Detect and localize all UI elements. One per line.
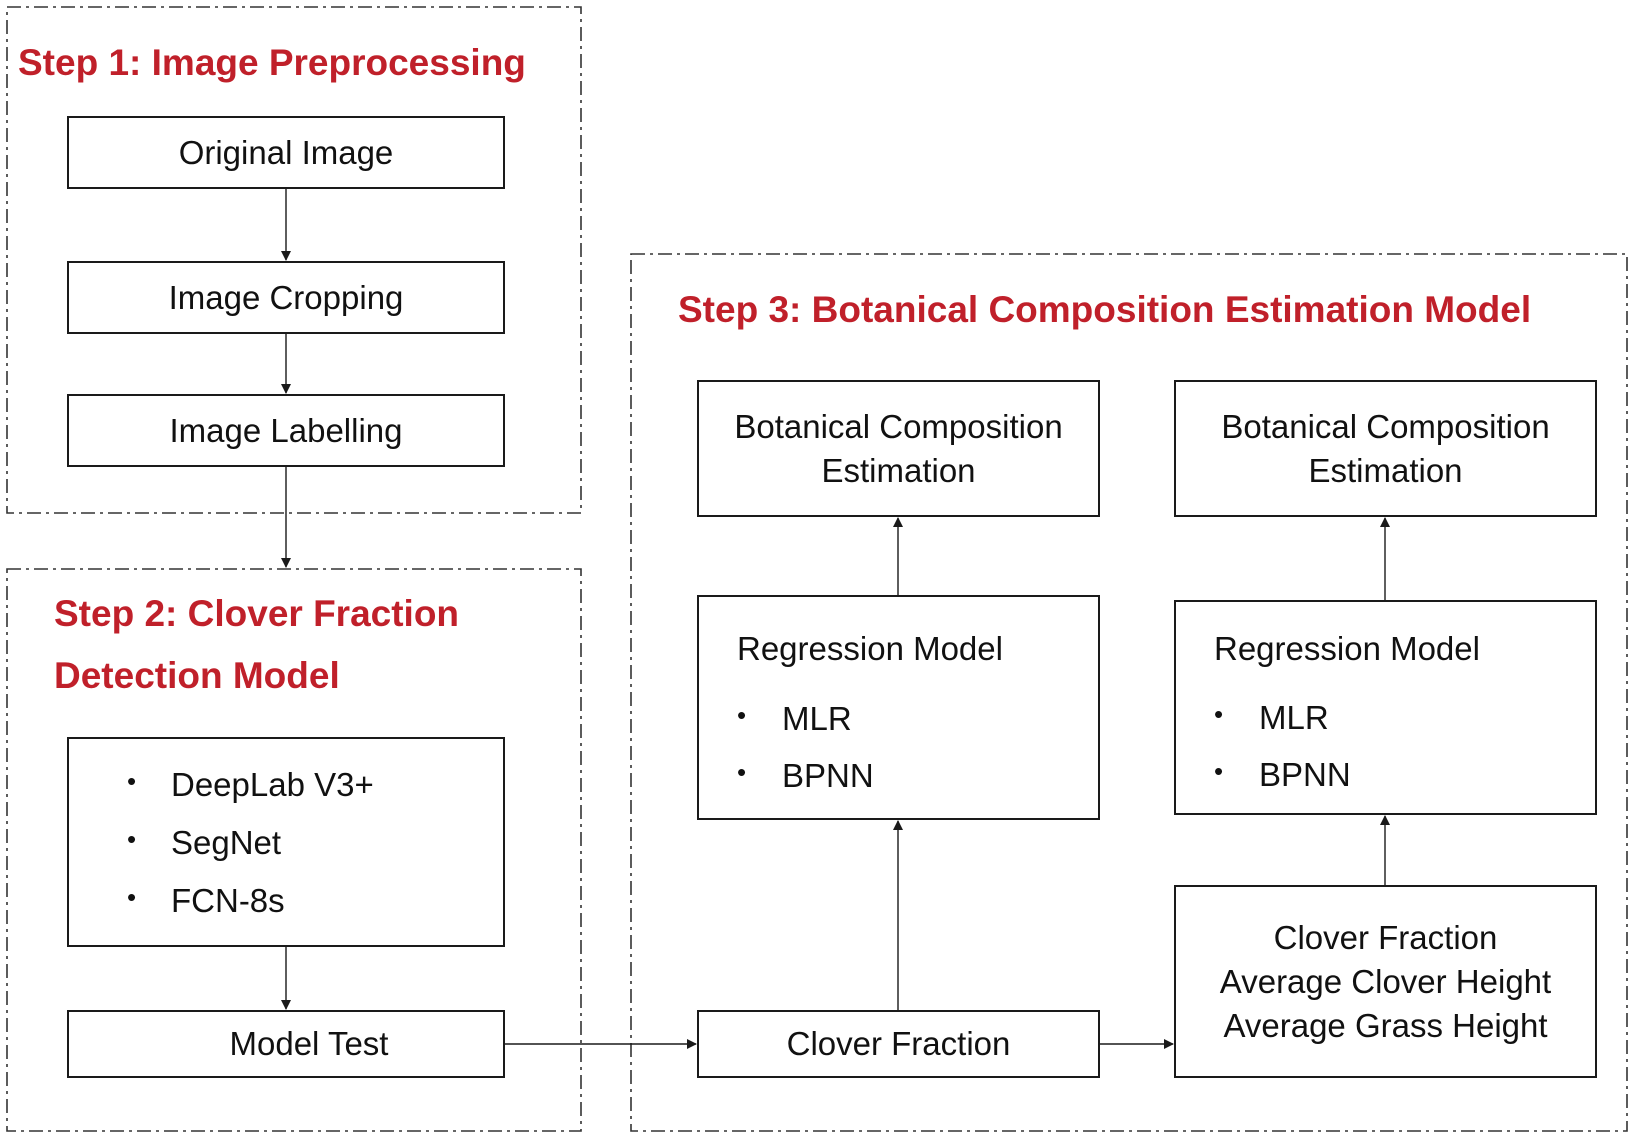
right-regression-bpnn: BPNN: [1259, 756, 1351, 793]
step3-group: Step 3: Botanical Composition Estimation…: [630, 253, 1628, 1132]
step1-group: Step 1: Image Preprocessing: [6, 6, 582, 514]
left-regression-title: Regression Model: [737, 630, 1003, 667]
right-estimation-label: Botanical Composition Estimation: [1221, 407, 1550, 489]
model-fcn: FCN-8s: [171, 882, 285, 919]
bullet: •: [1214, 756, 1224, 786]
left-regression-mlr: MLR: [782, 700, 852, 737]
model-segnet: SegNet: [171, 824, 282, 861]
step3-title: Step 3: Botanical Composition Estimation…: [678, 289, 1532, 330]
image-labelling-label: Image Labelling: [169, 411, 403, 449]
step1-title: Step 1: Image Preprocessing: [18, 42, 526, 83]
step2-title-line1: Step 2: Clover Fraction: [54, 593, 460, 634]
step3-frame: [630, 253, 1628, 1132]
left-regression-box: Regression Model • MLR • BPNN: [697, 595, 1100, 820]
bullet: •: [737, 700, 747, 730]
right-regression-title: Regression Model: [1214, 630, 1480, 667]
bullet: •: [737, 757, 747, 787]
image-cropping-label: Image Cropping: [168, 278, 404, 316]
bullet: •: [127, 824, 137, 854]
step2-group: Step 2: Clover Fraction Detection Model: [6, 568, 582, 1132]
original-image-box: Original Image: [67, 116, 505, 189]
bullet: •: [127, 882, 137, 912]
model-deeplab: DeepLab V3+: [171, 766, 374, 803]
right-regression-mlr: MLR: [1259, 699, 1329, 736]
left-estimation-label: Botanical Composition Estimation: [734, 407, 1063, 489]
model-test-box: Model Test: [67, 1010, 505, 1078]
right-estimation-box: Botanical Composition Estimation: [1174, 380, 1597, 517]
step2-frame: [6, 568, 582, 1132]
model-test-label: Model Test: [229, 1025, 389, 1062]
bullet: •: [1214, 699, 1224, 729]
original-image-label: Original Image: [178, 133, 394, 171]
image-labelling-box: Image Labelling: [67, 394, 505, 467]
height-inputs-box: Clover Fraction Average Clover Height Av…: [1174, 885, 1597, 1078]
bullet: •: [127, 766, 137, 796]
clover-fraction-box: Clover Fraction: [697, 1010, 1100, 1078]
right-regression-box: Regression Model • MLR • BPNN: [1174, 600, 1597, 815]
left-estimation-box: Botanical Composition Estimation: [697, 380, 1100, 517]
left-regression-bpnn: BPNN: [782, 757, 874, 794]
image-cropping-box: Image Cropping: [67, 261, 505, 334]
detection-models-box: • DeepLab V3+ • SegNet • FCN-8s: [67, 737, 505, 947]
height-inputs-label: Clover Fraction Average Clover Height Av…: [1219, 918, 1552, 1044]
clover-fraction-label: Clover Fraction: [786, 1025, 1011, 1062]
step2-title-line2: Detection Model: [54, 655, 340, 696]
